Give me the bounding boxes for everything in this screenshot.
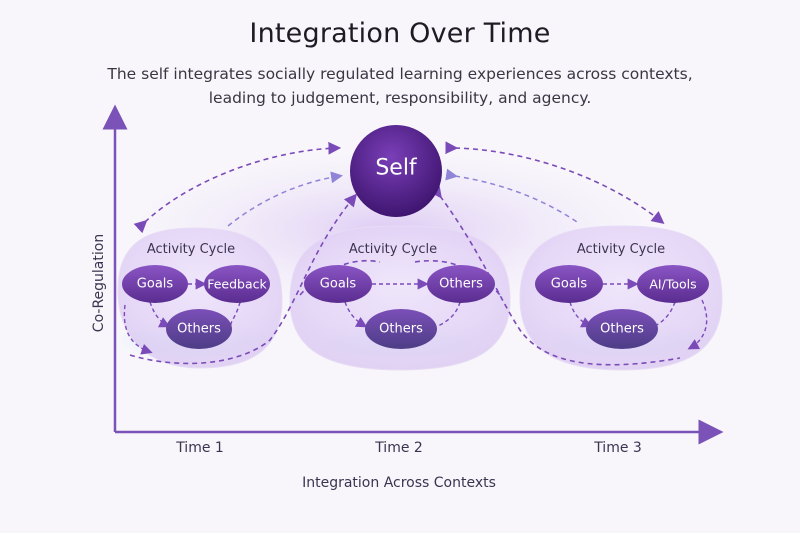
subtitle-line-1: The self integrates socially regulated l… [107, 65, 693, 83]
cycle-2-label: Activity Cycle [349, 242, 437, 257]
cycle-1: Activity Cycle Goals Feedback Others [122, 242, 270, 355]
cycle-3-node-ai-tools: AI/Tools [649, 277, 696, 292]
cycle-3-node-goals: Goals [551, 277, 588, 292]
subtitle: The self integrates socially regulated l… [100, 62, 700, 110]
cycle-2-node-goals: Goals [320, 277, 357, 292]
self-arrows [133, 141, 665, 234]
x-axis-label: Integration Across Contexts [302, 475, 496, 491]
cycle-1-node-goals: Goals [137, 277, 174, 292]
page-title: Integration Over Time [249, 18, 551, 49]
self-label: Self [375, 156, 418, 181]
x-tick-time-2: Time 2 [374, 440, 423, 456]
x-tick-time-3: Time 3 [593, 440, 642, 456]
cycle-1-label: Activity Cycle [147, 242, 235, 257]
cycle-1-node-others: Others [177, 322, 221, 337]
cycle-2-node-others-top: Others [439, 277, 483, 292]
cycle-2: Activity Cycle Goals Others Others [304, 242, 495, 349]
subtitle-line-2: leading to judgement, responsibility, an… [208, 89, 592, 107]
cycle-bubble-1 [115, 227, 283, 369]
cycle-3-node-others: Others [600, 322, 644, 337]
self-light-arrows [227, 168, 581, 227]
x-tick-time-1: Time 1 [175, 440, 224, 456]
cycle-3-label: Activity Cycle [577, 242, 665, 257]
cycle-3: Activity Cycle Goals AI/Tools Others [535, 242, 709, 350]
self-node: Self [350, 125, 442, 217]
cycle-2-node-others-bottom: Others [379, 322, 423, 337]
cycle-1-node-feedback: Feedback [207, 277, 267, 292]
y-axis-label: Co-Regulation [91, 234, 107, 332]
